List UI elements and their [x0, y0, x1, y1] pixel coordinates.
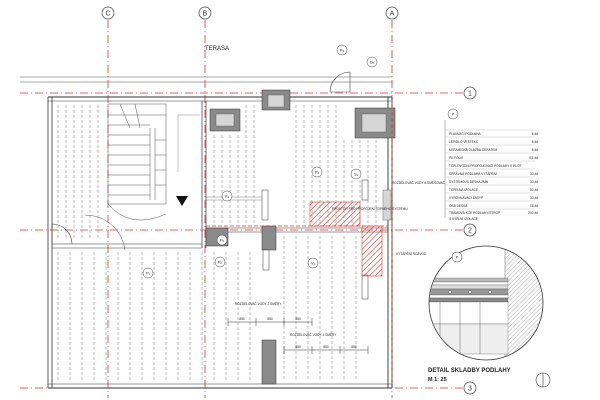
- heating-pipes-upper-left: [57, 105, 99, 240]
- legend-item: SYSTÉMOVÁ DESKA 2MM: [449, 179, 489, 184]
- hatched-area-note: PROSTOR PRO PROPOJENÍ TOPNÉHO SYSTÉMU: [332, 206, 408, 211]
- heating-pipes-lower: [57, 236, 357, 380]
- axis-bubble-1: 1: [463, 86, 477, 100]
- terrace-door: [329, 71, 351, 93]
- legend-item: S VÝPLNÍ IZOLACE: [449, 217, 478, 221]
- legend-value: 200 ##: [528, 211, 538, 215]
- heating-pipe-connections: [177, 114, 262, 201]
- legend-value: 50 ##: [530, 188, 538, 192]
- legend-value: 18 ##: [530, 204, 538, 208]
- legend-value: 8 ##: [532, 132, 538, 136]
- axis-bubble-a: A: [385, 6, 399, 20]
- wall-light-blocks: [215, 94, 392, 221]
- legend-value: 30 ##: [530, 172, 538, 176]
- distributor-note: ROZDĚLOVAČ VODY A SMĚŠOVAČ: [392, 180, 446, 185]
- svg-text:C: C: [105, 11, 110, 18]
- detail-marker: P: [447, 108, 459, 120]
- hatched-connection-area: [309, 201, 361, 227]
- detail-circle-marker: P: [456, 255, 459, 260]
- heating-note-bottom: ROZDĚLOVAČ VODY 4 SMĚRY: [290, 332, 337, 337]
- legend-item: KERAMICKÁ DLAŽBA CERATEM: [449, 147, 497, 152]
- axis-bubble-2: 2: [463, 223, 477, 237]
- room-label-p2: P₂: [218, 260, 223, 265]
- terrace-outline: [20, 76, 392, 83]
- svg-text:P: P: [452, 112, 455, 117]
- legend-item: OSB DESKA: [449, 204, 468, 208]
- svg-text:A: A: [390, 11, 395, 18]
- red-boundaries: [206, 100, 393, 384]
- room-label-p5: P₅: [220, 238, 225, 243]
- north-arrow-icon: [535, 372, 551, 388]
- detail-scale: M 1: 25: [428, 377, 447, 383]
- legend-item: SPRÁVNÁ PODLAHA VYTÁPĚNÍ: [449, 171, 497, 176]
- room-label-k1: K₁: [225, 194, 230, 199]
- svg-text:2: 2: [468, 228, 472, 235]
- svg-text:B: B: [203, 11, 208, 18]
- detail-title: DETAIL SKLADBY PODLAHY: [428, 368, 511, 374]
- svg-text:1: 1: [468, 91, 472, 98]
- column-note: VYTÁPĚNÍ ROZVOD: [396, 251, 427, 256]
- staircase: [84, 103, 167, 251]
- heating-distributors: [261, 179, 369, 300]
- heating-note-top: ROZDĚLOVAČ VODY 2 SMĚRY: [235, 301, 282, 306]
- legend-item: TEPELNÁ IZOLACE: [449, 188, 478, 192]
- dimension-line-top: [227, 318, 313, 326]
- dimension-line-bottom: [283, 346, 369, 354]
- legend-item: PLAVAJÍCÍ PODLAHA: [449, 132, 481, 136]
- dimension-bottom-3: 850: [351, 345, 357, 349]
- legend-item: PE FÓLIE: [449, 155, 463, 160]
- axis-bubble-c: C: [101, 6, 115, 20]
- legend-value: 30 ##: [530, 196, 538, 200]
- dimension-top-1: 850: [239, 317, 245, 321]
- legend-value: 30 ##: [530, 180, 538, 184]
- legend-value: 8 ##: [532, 148, 538, 152]
- room-label-p4: P₄: [315, 170, 320, 175]
- legend-item: LEPIDLO VESTEKS: [449, 140, 478, 144]
- legend-value: 8 ##: [532, 140, 538, 144]
- svg-text:3: 3: [468, 386, 472, 393]
- floor-layer-legend: PLAVAJÍCÍ PODLAHA 8 ## LEPIDLO VESTEKS 8…: [445, 129, 538, 221]
- room-label-d1: D₁: [370, 60, 375, 65]
- dimension-top-3: 850: [295, 317, 301, 321]
- terrace-label: TERASA: [205, 46, 229, 52]
- floor-detail-circle: P: [428, 245, 544, 361]
- legend-item: TEPLOVODNÍ PROPOJOVACÍ PODLAHY K PLOT: [449, 164, 522, 168]
- left-door: [51, 223, 73, 245]
- dimension-top-2: 850: [267, 317, 273, 321]
- room-label-p3: P₃: [340, 48, 345, 53]
- dimension-bottom-1: 850: [295, 345, 301, 349]
- dimension-bottom-2: 850: [323, 345, 329, 349]
- axis-bubble-b: B: [198, 6, 212, 20]
- room-label-s1: S₁: [354, 172, 359, 177]
- legend-item: TRÁMOVÁ KCE PODLAHY/STROP: [449, 211, 500, 215]
- room-label-p1: P₁: [146, 271, 151, 276]
- legend-item: VYROVNÁVACÍ ZÁSYP: [449, 196, 483, 200]
- room-label-v1: V₁: [311, 261, 316, 266]
- axis-bubble-3: 3: [463, 381, 477, 395]
- hatched-column: [361, 225, 383, 277]
- room-tags: [142, 44, 378, 279]
- legend-value: 0,1 ##: [529, 156, 538, 160]
- direction-triangle-icon: [176, 196, 188, 206]
